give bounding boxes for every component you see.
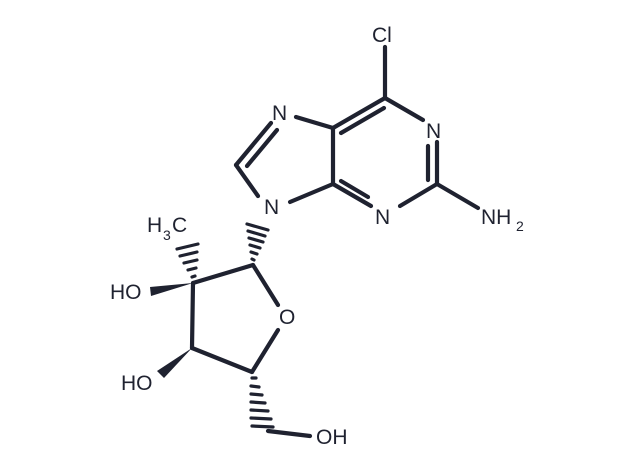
bond-c5-c6 xyxy=(330,95,388,131)
bond-n7-c8-inner xyxy=(244,127,280,169)
atom-nh2-subscript: 2 xyxy=(516,218,524,234)
bond-c5-n7 xyxy=(293,114,336,131)
atom-labels: Cl N N N N NH 2 H 3 C HO HO O OH xyxy=(110,24,524,449)
bond-c1-o4 xyxy=(250,262,281,308)
bond-n7-c8 xyxy=(233,120,274,168)
hashed-wedge-c4-c5 xyxy=(249,376,275,429)
atom-n7: N xyxy=(272,102,287,125)
bond-c5-oh xyxy=(265,428,313,439)
bond-c2-n3 xyxy=(397,181,440,209)
solid-wedge-c2-oh xyxy=(150,283,193,296)
atom-ho-2prime: HO xyxy=(110,281,142,304)
solid-wedge-c3-oh xyxy=(157,348,192,378)
sugar-bonds xyxy=(189,262,313,439)
purine-bonds xyxy=(233,44,481,211)
atom-oh-5prime: OH xyxy=(316,426,348,449)
bond-n3-c4-inner xyxy=(338,178,371,200)
atom-n9: N xyxy=(264,196,279,219)
bond-c2-c1 xyxy=(190,262,256,286)
bond-n9-c4 xyxy=(287,181,336,205)
bond-c8-n9 xyxy=(233,162,261,199)
bond-o4-c4 xyxy=(249,327,281,375)
atom-o-ring: O xyxy=(279,306,295,329)
stereo-bonds xyxy=(150,222,275,429)
bond-c6-n1 xyxy=(382,95,426,123)
atom-n1: N xyxy=(426,120,441,143)
atom-n3: N xyxy=(375,206,390,229)
bond-c2-nh2 xyxy=(434,181,481,211)
atom-cl: Cl xyxy=(372,24,392,47)
bond-c3-c2 xyxy=(189,280,196,351)
hashed-wedge-c1-n9 xyxy=(245,222,270,262)
atom-ch3: H 3 C xyxy=(147,214,187,243)
atom-ch3-subscript: 3 xyxy=(163,227,171,243)
atom-nh2-main: NH xyxy=(481,206,511,229)
bond-n3-c4 xyxy=(330,181,374,209)
bond-c5-c6-inner xyxy=(338,105,387,136)
atom-ch3-h: H xyxy=(147,214,162,237)
hashed-wedge-c2-ch3 xyxy=(175,242,200,279)
bond-c4-c3 xyxy=(189,345,255,375)
atom-ho-3prime: HO xyxy=(121,372,153,395)
atom-ch3-c: C xyxy=(172,214,187,237)
atom-nh2: NH 2 xyxy=(481,206,524,234)
